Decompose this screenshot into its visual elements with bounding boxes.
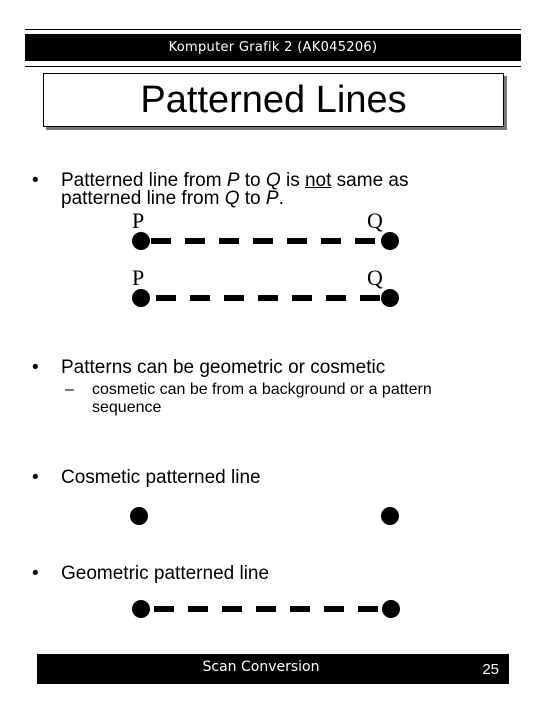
slide-title-box: Patterned Lines [43, 73, 504, 127]
bullet-dot: • [32, 467, 39, 488]
text-segment: same as [331, 170, 409, 191]
label-p-bottom: P [132, 265, 145, 290]
bullet-direction: • Patterned line from P to Q is not same… [32, 171, 512, 211]
endpoint-p [132, 232, 150, 250]
text-segment: is [280, 170, 305, 191]
text-segment: patterned line from [61, 188, 225, 209]
endpoint-p [132, 289, 150, 307]
endpoint-end [381, 507, 399, 525]
sub-bullet-cosmetic: – cosmetic can be from a background or a… [65, 381, 505, 421]
bullet-line-2: patterned line from Q to P. [61, 189, 408, 209]
bullet-text: Cosmetic patterned line [61, 467, 261, 488]
page-number: 25 [482, 661, 499, 678]
bullet-text: Geometric patterned line [61, 563, 270, 584]
bullet-dot: • [32, 563, 39, 584]
label-q-top: Q [367, 208, 383, 233]
geometric-line [132, 600, 400, 618]
text-segment: to [239, 188, 266, 209]
header-bottom-rule [25, 66, 521, 67]
label-p-top: P [132, 208, 145, 233]
text-segment: Patterned line from [61, 170, 227, 191]
cosmetic-line [130, 507, 399, 525]
bullet-pattern-types: • Patterns can be geometric or cosmetic [32, 358, 512, 380]
bullet-geometric: • Geometric patterned line [32, 564, 512, 586]
patterned-line-q-to-p [132, 289, 399, 307]
var-p: P [265, 188, 279, 209]
sub-line-2: sequence [92, 399, 162, 416]
footer-bar: Scan Conversion 25 [37, 654, 509, 684]
footer-title: Scan Conversion [202, 659, 320, 675]
bullet-dot: • [32, 170, 39, 191]
bullet-dot: • [32, 357, 39, 378]
endpoint-end [382, 600, 400, 618]
text-segment: to [239, 170, 266, 191]
sub-line-1: cosmetic can be from a background or a p… [92, 381, 432, 398]
patterned-line-p-to-q [132, 232, 399, 250]
sub-text: cosmetic can be from a background or a p… [92, 381, 432, 417]
sub-dash: – [65, 381, 74, 398]
course-title: Komputer Grafik 2 (AK045206) [168, 40, 378, 55]
text-segment: . [278, 188, 284, 209]
endpoint-q [381, 232, 399, 250]
emphasis-not: not [304, 170, 332, 191]
bullet-text: Patterns can be geometric or cosmetic [61, 357, 386, 378]
header-top-rule [25, 29, 521, 30]
slide-title: Patterned Lines [140, 79, 407, 121]
var-p: P [226, 170, 240, 191]
var-q: Q [224, 188, 240, 209]
endpoint-q [381, 289, 399, 307]
label-q-bottom: Q [367, 265, 383, 290]
var-q: Q [265, 170, 281, 191]
bullet-cosmetic: • Cosmetic patterned line [32, 468, 512, 490]
endpoint-start [130, 507, 148, 525]
endpoint-start [132, 600, 150, 618]
header-bar: Komputer Grafik 2 (AK045206) [25, 34, 521, 61]
bullet-line-1: Patterned line from P to Q is not same a… [61, 171, 408, 191]
bullet-text: Patterned line from P to Q is not same a… [61, 171, 408, 209]
